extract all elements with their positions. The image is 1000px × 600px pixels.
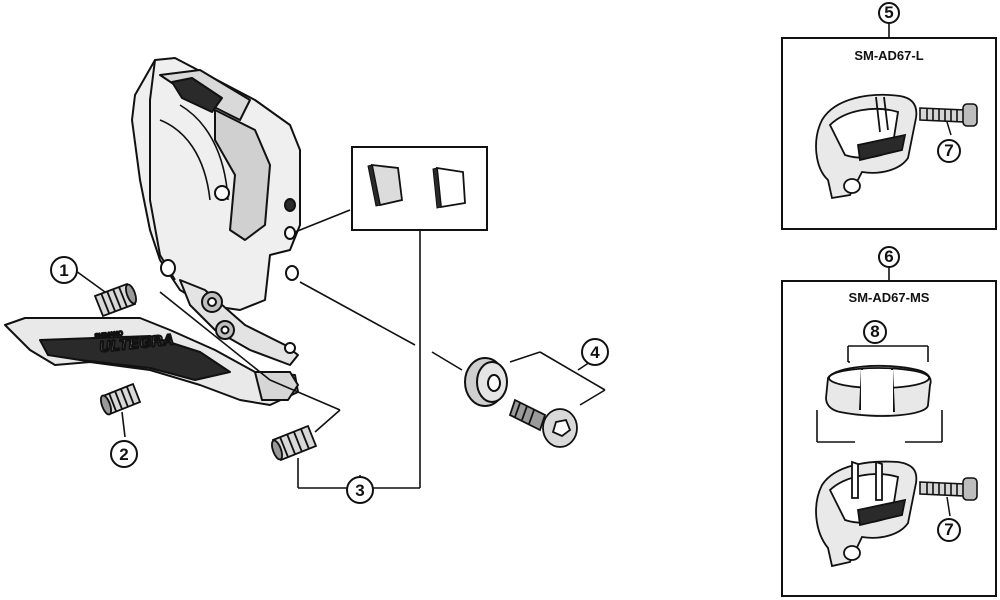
chain-guide-tail [254, 371, 299, 401]
housing-curve-2 [179, 104, 229, 201]
linkage-pivot-1-inner [207, 297, 217, 307]
shim-ring [825, 365, 932, 417]
chain-guide-outer-plate [39, 335, 231, 381]
band-clamp-l [815, 93, 918, 200]
clamp-bolt-ms [919, 477, 978, 501]
callout-number-2: 2 [119, 445, 128, 464]
set-screw-3 [271, 424, 318, 462]
housing-side-panel [214, 109, 271, 241]
callout-circle-7 [937, 518, 961, 542]
motor-housing [131, 57, 301, 311]
callout-number-6: 6 [884, 247, 893, 266]
box-sm-ad67-ms: SM-AD67-MS [781, 266, 997, 597]
callout-circle-3 [346, 476, 374, 504]
callout-number-3: 3 [355, 481, 364, 500]
box-sm-ad67-l: SM-AD67-L [781, 22, 997, 230]
housing-port-2 [284, 226, 296, 240]
set-screw-2 [100, 382, 142, 416]
callout-circle-2 [110, 440, 138, 468]
box5-title: SM-AD67-L [854, 48, 923, 63]
clamp-bolt-l [919, 103, 978, 127]
washer [464, 357, 508, 407]
callout-circle-1 [50, 256, 78, 284]
callout-number-4: 4 [590, 343, 600, 362]
callout-circle-7 [937, 139, 961, 163]
housing-curve-1 [159, 119, 211, 201]
band-clamp-ms [815, 460, 918, 568]
callout-circle-8 [863, 320, 887, 344]
set-screw-1 [93, 282, 137, 318]
callout-circle-4 [581, 338, 609, 366]
callout-number-7: 7 [944, 520, 953, 539]
mounting-bolt [508, 398, 578, 448]
linkage-pivot-2-inner [220, 325, 230, 335]
housing-cutout [171, 77, 223, 113]
callout-number-7: 7 [944, 141, 953, 160]
callout-circle-5 [878, 2, 900, 24]
housing-port-3 [285, 265, 299, 281]
callout-number-5: 5 [884, 3, 893, 22]
front-derailleur: ULTEGRA SHIMANO [4, 57, 301, 406]
pad-box [351, 146, 488, 231]
callout-group: 1 2 3 4 5 6 7 7 8 [50, 2, 961, 542]
callout-number-1: 1 [59, 261, 68, 280]
cage-bolt [284, 342, 296, 354]
housing-front-hole [160, 259, 176, 277]
callout-circle-6 [878, 246, 900, 268]
box6-title: SM-AD67-MS [849, 290, 930, 305]
callout-number-8: 8 [870, 322, 879, 341]
leader-lines [75, 209, 606, 489]
housing-screw-hole [214, 185, 230, 201]
brand-maker-text: SHIMANO [95, 331, 124, 340]
rubber-pad-right [435, 166, 466, 209]
housing-port-1 [284, 198, 296, 212]
